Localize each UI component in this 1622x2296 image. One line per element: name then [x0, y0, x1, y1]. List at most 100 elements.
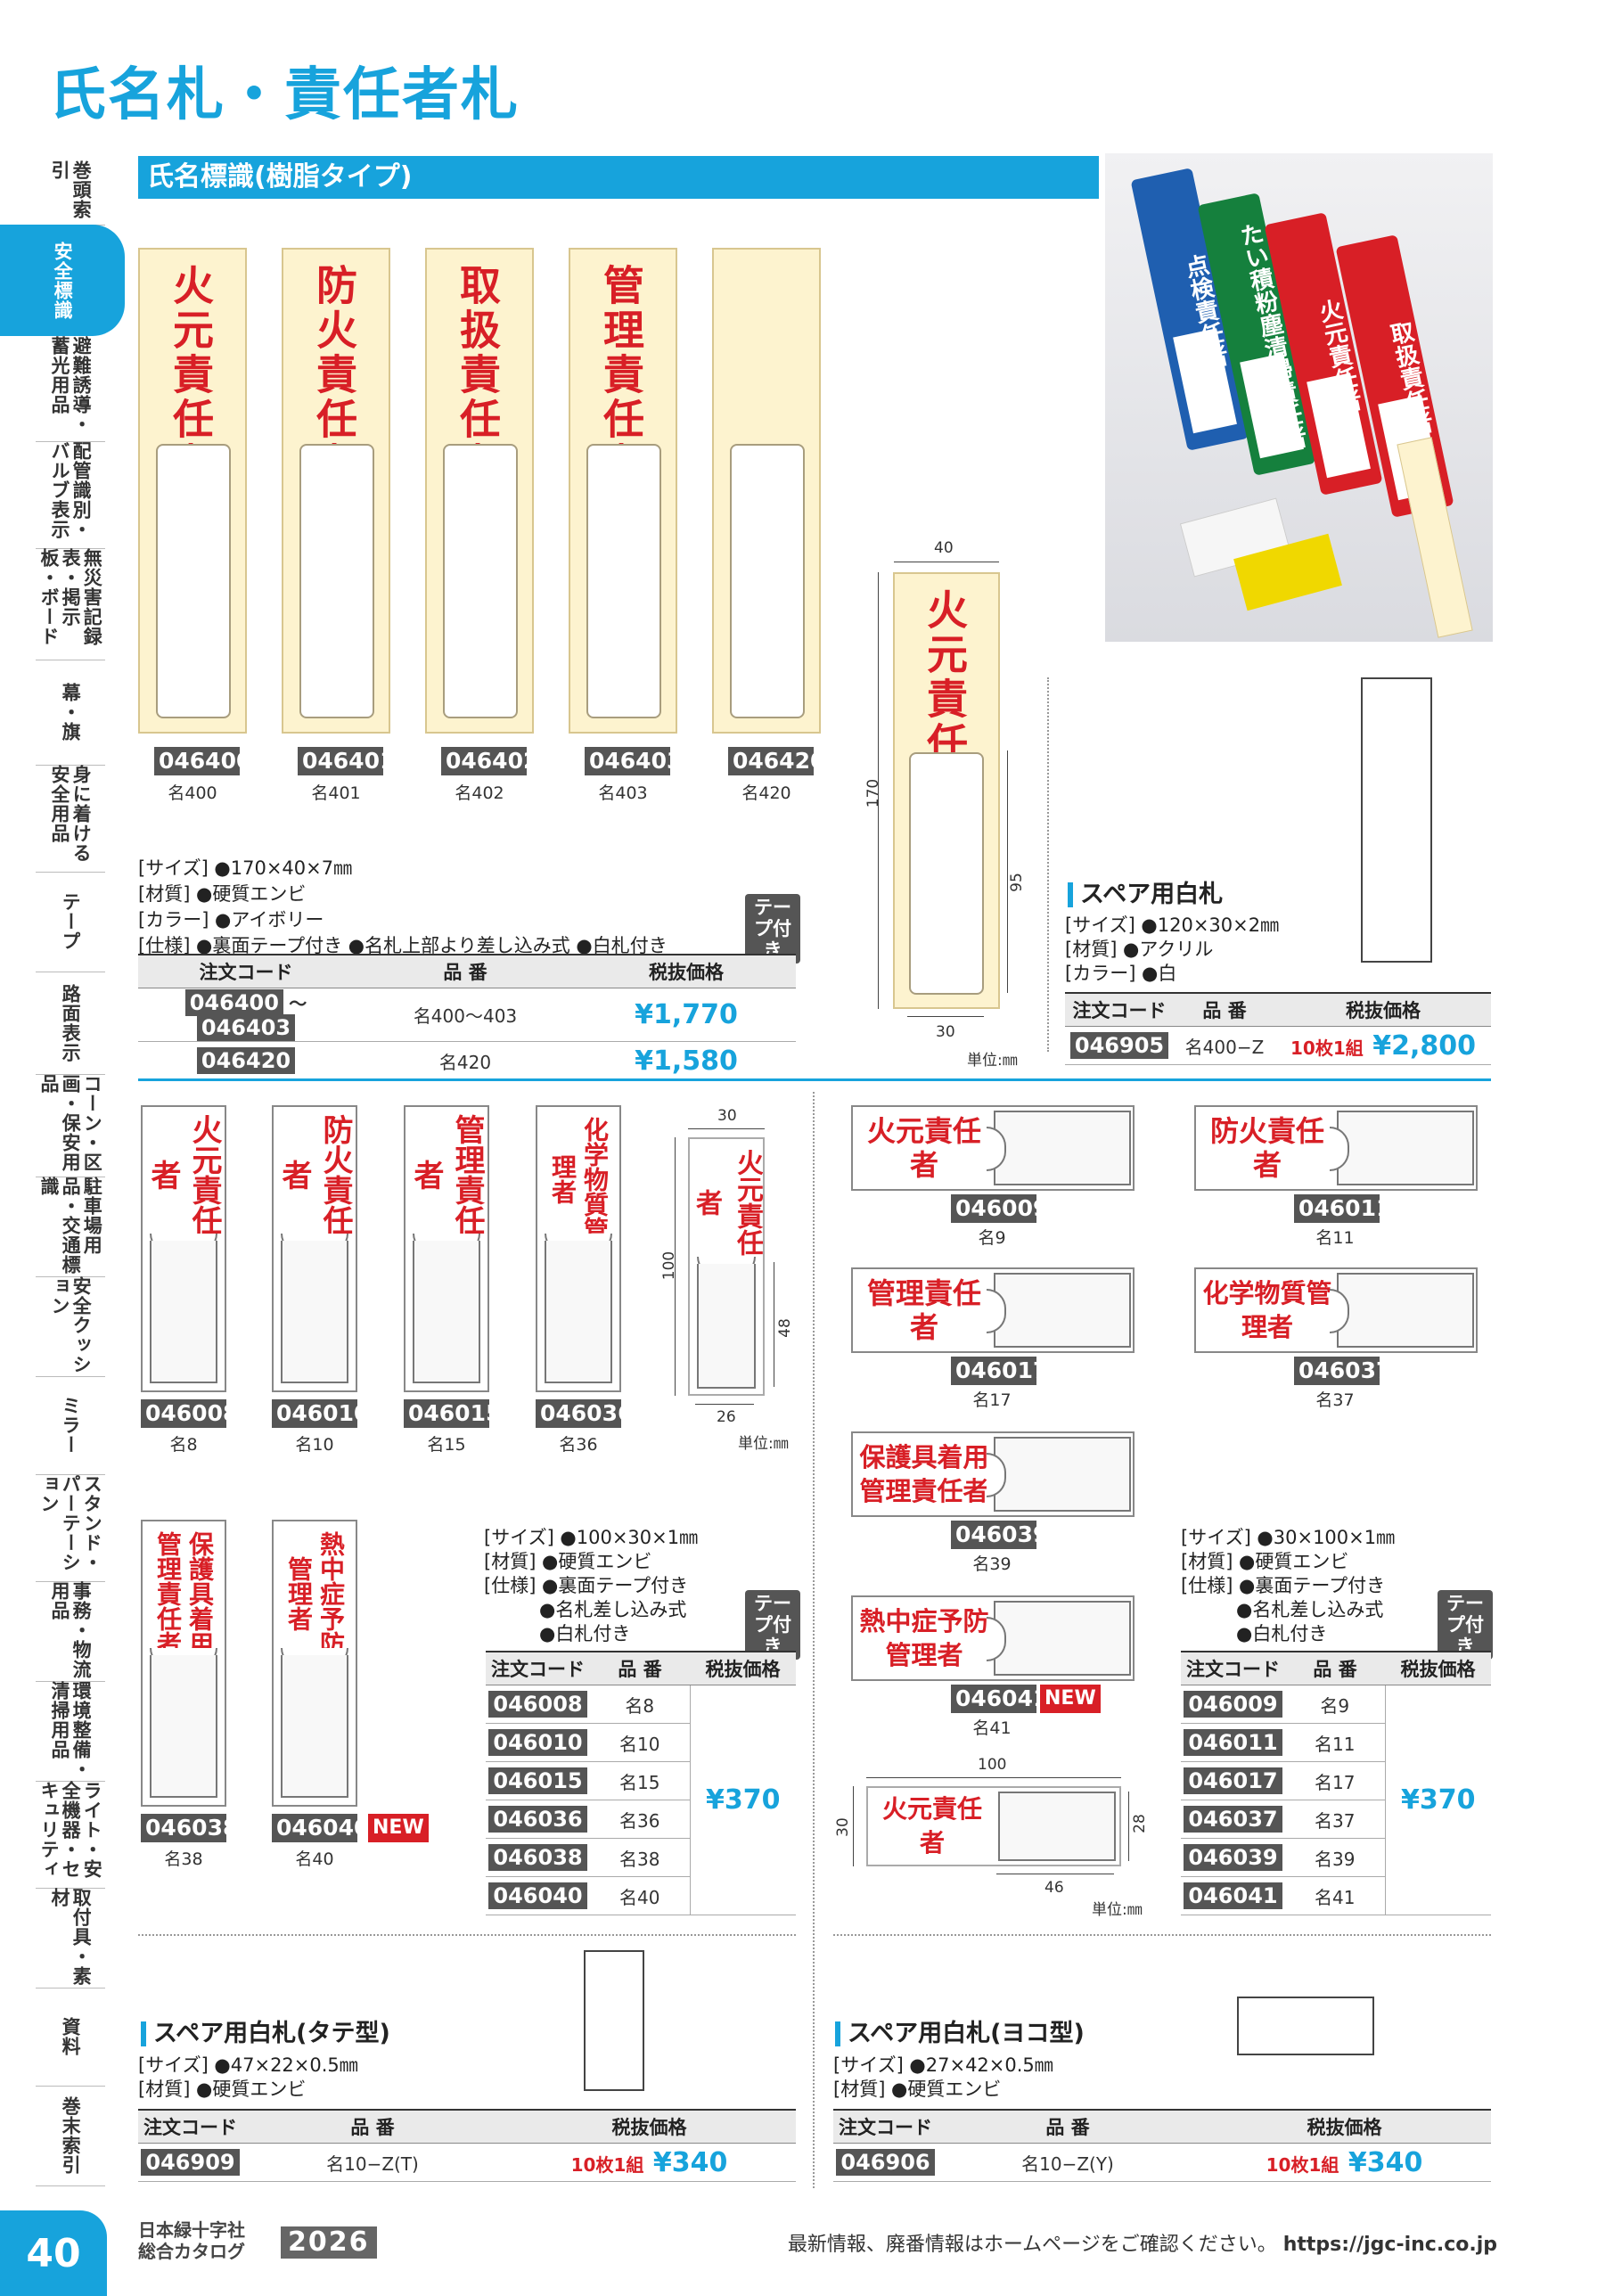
catalog-line: 総合カタログ — [138, 2241, 245, 2262]
product-number: 名17 — [1285, 1761, 1385, 1800]
spec-line: ●名札差し込み式 — [1236, 1599, 1384, 1620]
price: ¥1,580 — [635, 1045, 738, 1077]
spec-line: [サイズ] ●100×30×1㎜ — [484, 1527, 699, 1548]
sidebar-item-4[interactable]: 無災害記録表・掲示板・ボード — [36, 548, 105, 660]
diagram-sign-text: 火元責任者 — [691, 1149, 763, 1256]
spec-line: ●白札付き — [1236, 1623, 1328, 1644]
unit-label: 単位:㎜ — [1092, 1901, 1143, 1919]
dim-width: 40 — [934, 539, 954, 557]
footer-note: 最新情報、廃番情報はホームページをご確認ください。 https://jgc-in… — [788, 2228, 1497, 2257]
sidebar-item-10[interactable]: 駐車場用品・交通標識 — [36, 1177, 105, 1277]
spec-line: [サイズ] ●120×30×2㎜ — [1065, 914, 1280, 936]
sidebar-item-7[interactable]: テープ — [36, 872, 105, 972]
spare1-price-table: 注文コード 品 番 税抜価格 046905 名400−Z 10枚1組 ¥2,80… — [1065, 992, 1491, 1065]
product-code: 046036 — [536, 1399, 633, 1428]
horizontal-sign-046039: 保護具着用管理責任者 — [851, 1431, 1135, 1517]
vertical-sign-046015: 管理責任者 — [404, 1105, 489, 1392]
spec-line: [材質] ●硬質エンビ — [138, 883, 307, 905]
section1-price-table: 注文コード 品 番 税抜価格 046400 〜 046403 名400〜403 … — [138, 954, 796, 1080]
spec-line: [材質] ●硬質エンビ — [138, 2079, 307, 2100]
sidebar-item-16[interactable]: ライト・安全機器・セキュリティ — [36, 1781, 105, 1889]
sidebar-item-5[interactable]: 幕・旗 — [36, 660, 105, 766]
sidebar-item-14[interactable]: 事務・物流用品 — [36, 1581, 105, 1682]
spec-line: [サイズ] ●170×40×7㎜ — [138, 857, 353, 879]
product-code: 046010 — [272, 1399, 369, 1428]
product-code: 046402 — [441, 747, 538, 775]
tall-sign-046420 — [712, 248, 821, 734]
sidebar-item-9[interactable]: コーン・区画・保安用品 — [36, 1074, 105, 1177]
product-number: 名420 — [354, 1041, 577, 1080]
product-code: 046401 — [298, 747, 395, 775]
vertical-sign-046040: 熱中症予防管理者 — [272, 1520, 357, 1807]
horizontal-sign-046017: 管理責任者 — [851, 1267, 1135, 1353]
order-code: 046039 — [1184, 1844, 1282, 1871]
name-window — [150, 1241, 217, 1383]
sidebar-item-8[interactable]: 路面表示 — [36, 972, 105, 1075]
tape-badge: テープ付き — [745, 1590, 800, 1660]
sidebar-item-15[interactable]: 環境整備・清掃用品 — [36, 1681, 105, 1782]
tall-sign-046402: 取扱責任者 — [425, 248, 534, 734]
product-code: 046017 — [951, 1357, 1048, 1385]
col-header: 税抜価格 — [690, 1651, 796, 1685]
footer-url[interactable]: https://jgc-inc.co.jp — [1282, 2234, 1497, 2256]
name-window — [994, 1111, 1131, 1185]
product-number: 名39 — [972, 1554, 1012, 1574]
order-code: 046403 — [196, 1014, 296, 1041]
sidebar-item-6[interactable]: 身に着ける安全用品 — [36, 765, 105, 873]
unit-label: 単位:㎜ — [967, 1052, 1018, 1070]
vertical-sign-046008: 火元責任者 — [141, 1105, 226, 1392]
name-window — [150, 1655, 217, 1798]
sidebar-item-1[interactable]: 安全標識 — [0, 225, 125, 336]
sign-text: 保護具着用管理責任者 — [859, 1442, 989, 1506]
spare-yoko-specs: [サイズ] ●27×42×0.5㎜ [材質] ●硬質エンビ — [833, 2054, 1053, 2102]
spec-line: [サイズ] ●47×22×0.5㎜ — [138, 2054, 358, 2076]
product-code: 046041 — [951, 1685, 1048, 1713]
order-code: 046036 — [488, 1806, 587, 1833]
product-code: 046015 — [404, 1399, 501, 1428]
product-number: 名9 — [1285, 1685, 1385, 1724]
col-header: 品 番 — [590, 1651, 690, 1685]
product-number: 名41 — [1285, 1876, 1385, 1915]
sign-text: 管理責任者 — [866, 1276, 981, 1344]
product-number: 名41 — [972, 1718, 1012, 1738]
dim-height: 170 — [864, 778, 883, 808]
col-header: 税抜価格 — [1275, 992, 1491, 1027]
spec-line: [材質] ●アクリル — [1065, 939, 1214, 960]
spare-tate-price-table: 注文コード 品 番 税抜価格 046909 名10−Z(T) 10枚1組 ¥34… — [138, 2109, 796, 2182]
sign-text: 保護具着用管理責任者 — [153, 1531, 215, 1656]
spare-yoko-price-table: 注文コード 品 番 税抜価格 046906 名10−Z(Y) 10枚1組 ¥34… — [833, 2109, 1491, 2182]
sidebar-item-11[interactable]: 安全クッション — [36, 1276, 105, 1377]
spare-tate-specs: [サイズ] ●47×22×0.5㎜ [材質] ●硬質エンビ — [138, 2054, 358, 2102]
sidebar-item-18[interactable]: 資料 — [36, 1988, 105, 2087]
product-number: 名39 — [1285, 1838, 1385, 1877]
product-number: 名11 — [1315, 1228, 1355, 1248]
sidebar-item-12[interactable]: ミラー — [36, 1376, 105, 1475]
sidebar-item-0[interactable]: 巻頭索引 — [36, 160, 105, 226]
col-header: 品 番 — [1174, 992, 1275, 1027]
sidebar-item-3[interactable]: 配管識別・バルブ表示 — [36, 441, 105, 549]
col-header: 税抜価格 — [1385, 1651, 1491, 1685]
sign-text: 熱中症予防管理者 — [284, 1531, 346, 1656]
tall-sign-046403: 管理責任者 — [569, 248, 677, 734]
sidebar-item-19[interactable]: 巻末索引 — [36, 2086, 105, 2186]
price: ¥340 — [652, 2146, 728, 2178]
horizontal-sign-046011: 防火責任者 — [1194, 1105, 1478, 1191]
unit-label: 単位:㎜ — [738, 1435, 789, 1453]
col-header: 税抜価格 — [1198, 2109, 1491, 2144]
name-window — [994, 1437, 1131, 1512]
sidebar-item-13[interactable]: スタンド・パーテーション — [36, 1474, 105, 1582]
sidebar-item-17[interactable]: 取付具・素材 — [36, 1888, 105, 1988]
product-code: 046009 — [951, 1194, 1048, 1223]
sidebar-item-2[interactable]: 避難誘導・蓄光用品 — [36, 336, 105, 442]
new-badge: NEW — [368, 1814, 429, 1842]
tall-sign-046401: 防火責任者 — [282, 248, 390, 734]
catalog-year: 2026 — [281, 2226, 377, 2259]
product-number: 名8 — [590, 1685, 690, 1724]
name-window — [299, 444, 374, 718]
